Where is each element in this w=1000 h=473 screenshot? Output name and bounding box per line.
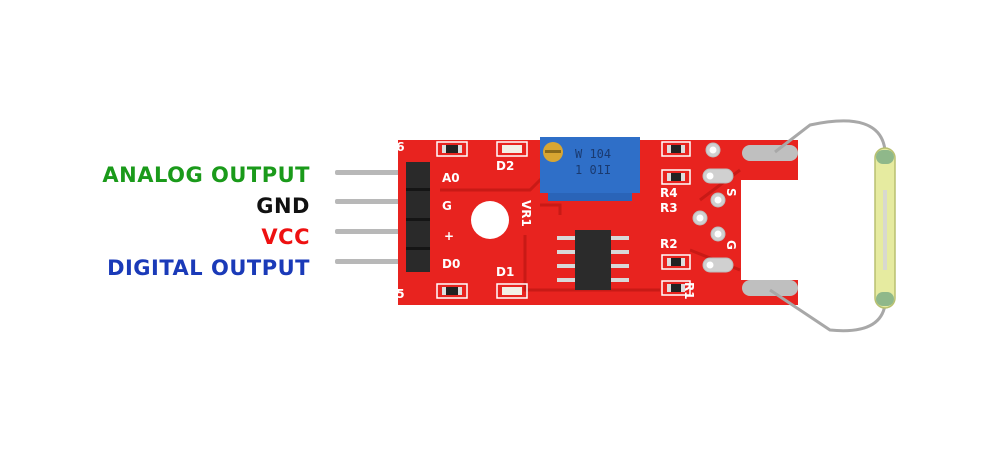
svg-text:R2: R2 (660, 237, 678, 251)
svg-text:S: S (724, 188, 738, 197)
svg-text:R5: R5 (387, 287, 405, 301)
svg-text:G: G (724, 240, 738, 250)
svg-text:R4: R4 (660, 186, 678, 200)
svg-text:G: G (442, 199, 452, 213)
svg-text:1 01I: 1 01I (575, 163, 611, 177)
pcb-board (398, 140, 798, 305)
svg-text:A0: A0 (442, 171, 460, 185)
svg-text:D1: D1 (496, 265, 514, 279)
header-housing (406, 162, 430, 272)
svg-text:R6: R6 (387, 140, 405, 154)
svg-text:R3: R3 (660, 201, 678, 215)
svg-text:W 104: W 104 (575, 147, 611, 161)
ic-chip (557, 230, 629, 290)
pin-label-digital-output: DIGITAL OUTPUT (107, 256, 310, 280)
svg-text:D0: D0 (442, 257, 460, 271)
mounting-hole (471, 201, 509, 239)
potentiometer: W 104 1 01I (540, 137, 640, 201)
svg-text:+: + (444, 229, 454, 243)
svg-text:D2: D2 (496, 159, 514, 173)
pin-label-group: ANALOG OUTPUT GND VCC DIGITAL OUTPUT (102, 160, 310, 284)
header-pins (335, 170, 415, 264)
pin-label-vcc: VCC (261, 225, 310, 249)
svg-text:VR1: VR1 (519, 200, 533, 227)
pin-label-analog-output: ANALOG OUTPUT (102, 163, 310, 187)
reed-switch (769, 119, 896, 333)
pin-label-gnd: GND (256, 194, 310, 218)
